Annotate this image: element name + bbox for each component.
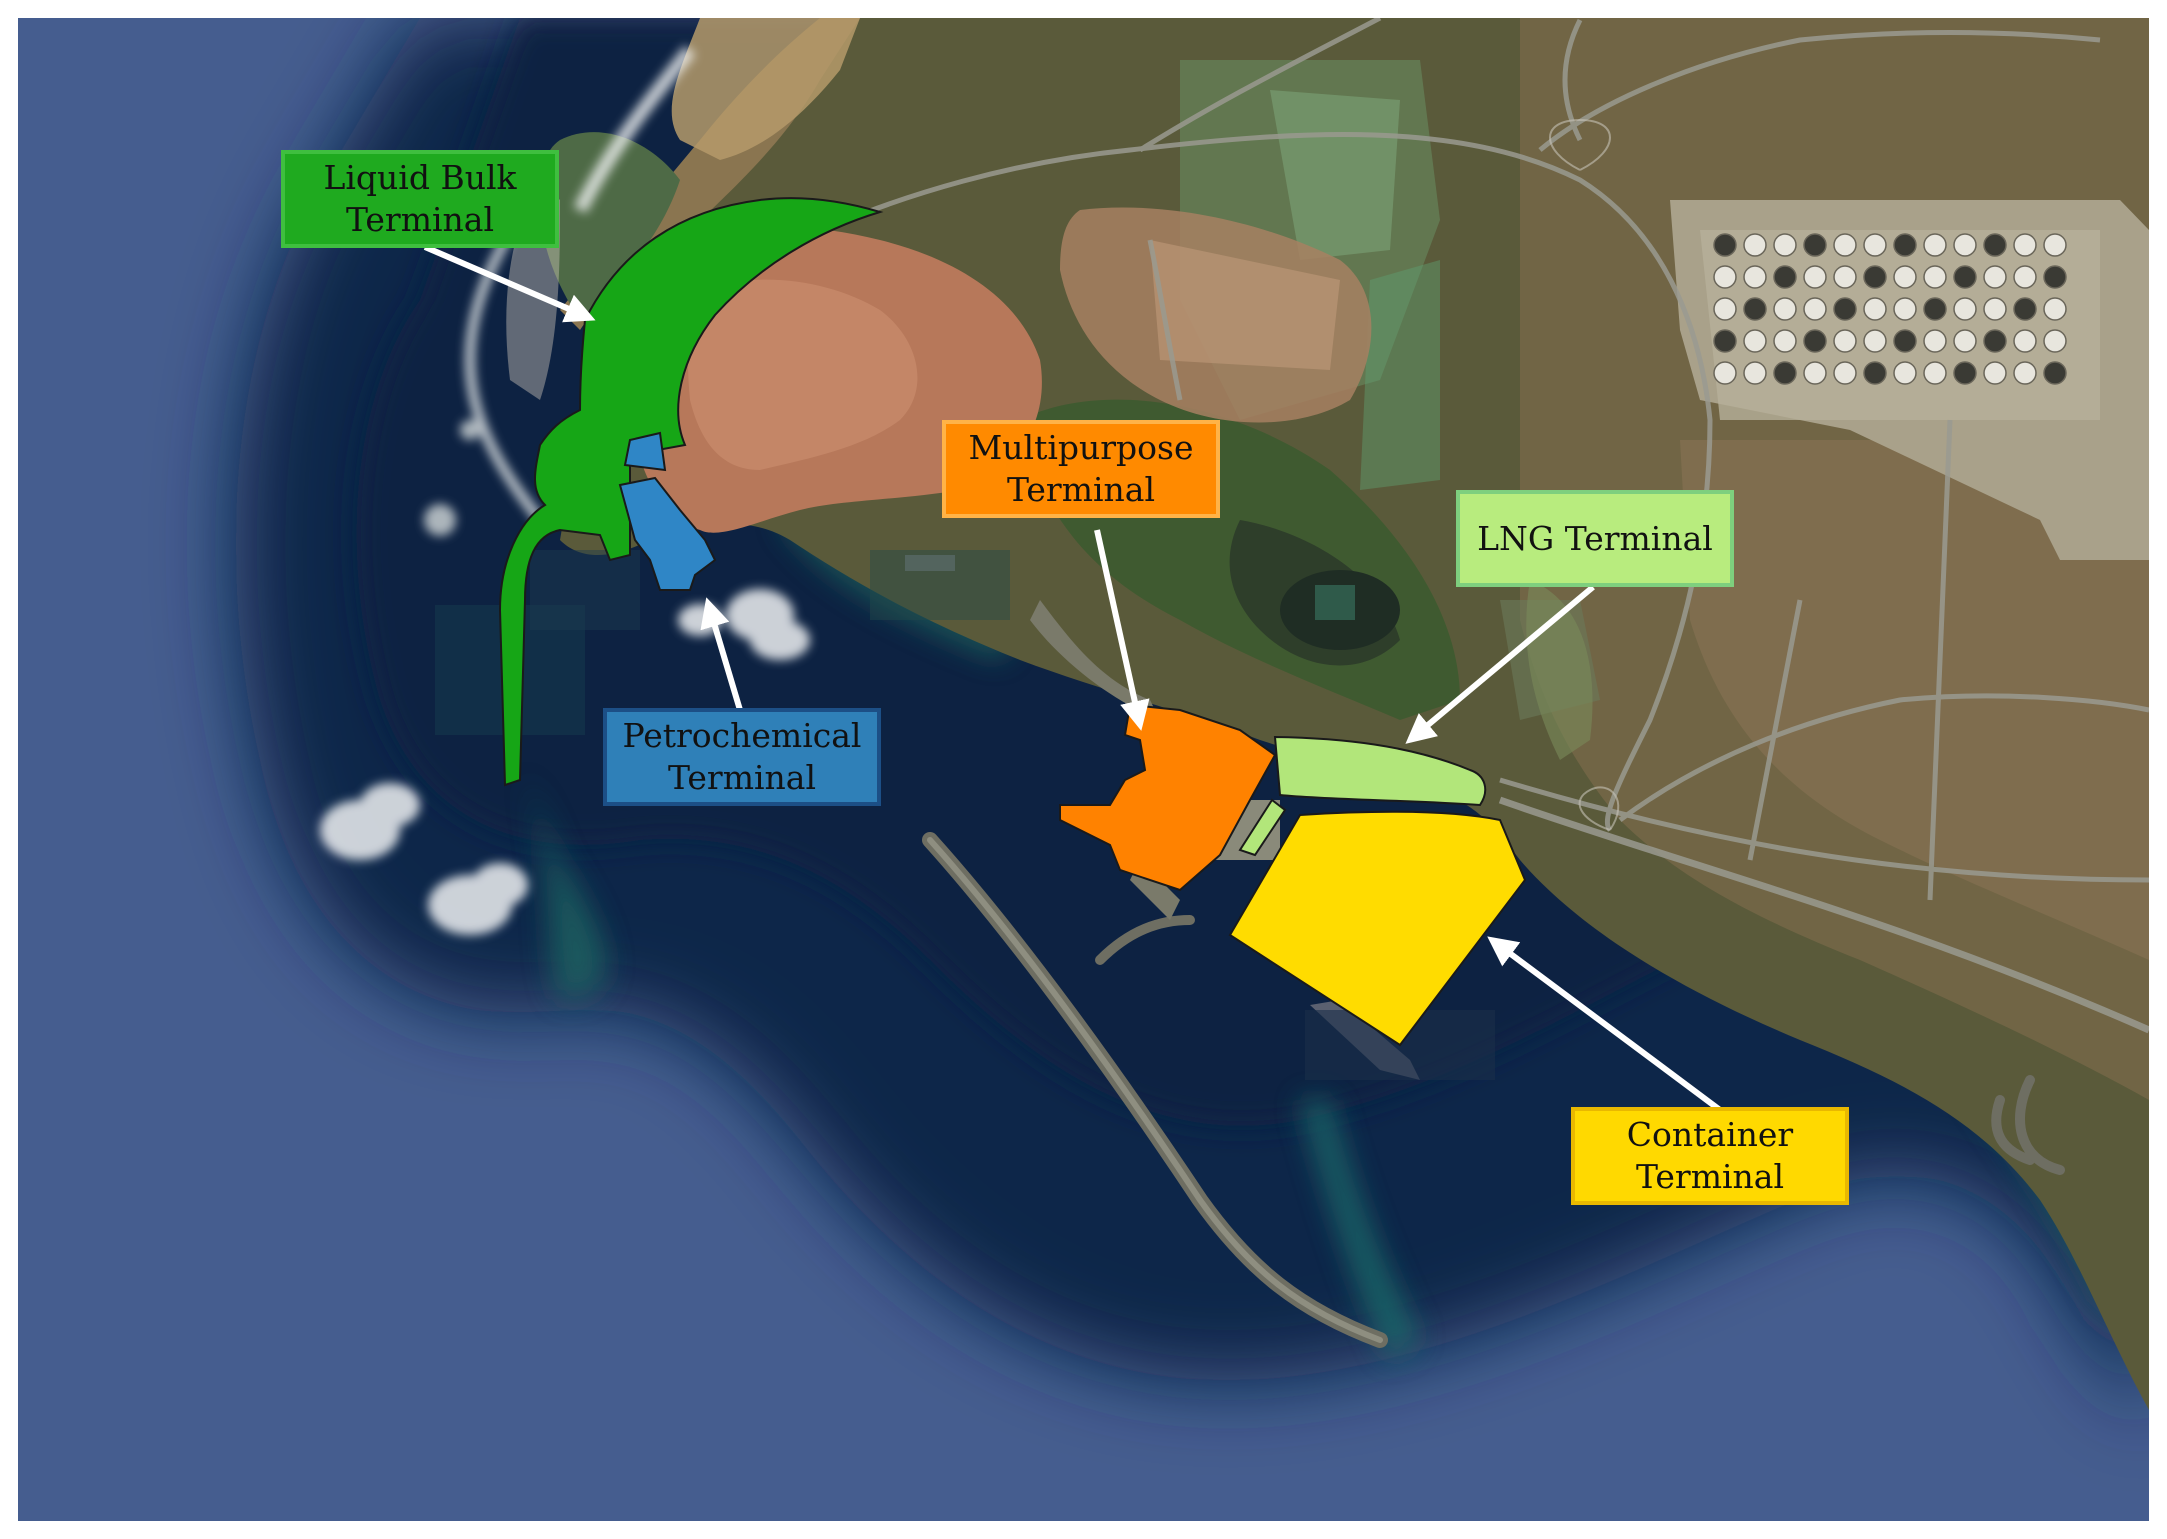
storage-tank: [1713, 233, 1737, 257]
storage-tank: [1833, 233, 1857, 257]
storage-tank: [2013, 233, 2037, 257]
storage-tank: [1833, 361, 1857, 385]
storage-tank: [1893, 329, 1917, 353]
storage-tank: [1743, 265, 1767, 289]
storage-tank: [1713, 297, 1737, 321]
lng-terminal-label: LNG Terminal: [1456, 490, 1734, 587]
storage-tank: [2013, 265, 2037, 289]
storage-tank: [1773, 265, 1797, 289]
storage-tank: [1893, 297, 1917, 321]
storage-tank: [1953, 297, 1977, 321]
lng-arrow: [1405, 584, 1595, 744]
storage-tank: [1773, 329, 1797, 353]
terminal-areas: [498, 197, 1527, 1047]
storage-tank: [1863, 329, 1887, 353]
storage-tank: [1923, 265, 1947, 289]
petrochemical-arrow: [700, 597, 743, 711]
storage-tank: [1923, 329, 1947, 353]
storage-tank: [2013, 329, 2037, 353]
multipurpose-arrow: [1094, 529, 1150, 731]
storage-tank: [2043, 233, 2067, 257]
petrochemical-label-line2: Terminal: [667, 758, 817, 797]
urban-area: [626, 207, 1372, 533]
storage-tank: [1773, 297, 1797, 321]
container-label-line2: Terminal: [1635, 1157, 1785, 1196]
multipurpose-label-line2: Terminal: [1006, 470, 1156, 509]
storage-tank: [1803, 265, 1827, 289]
storage-tank: [1773, 361, 1797, 385]
storage-tank: [1893, 265, 1917, 289]
storage-tank: [1863, 265, 1887, 289]
storage-tank: [1803, 297, 1827, 321]
storage-tank: [1803, 233, 1827, 257]
storage-tank: [2013, 361, 2037, 385]
storage-tank: [2013, 297, 2037, 321]
storage-tank: [2043, 361, 2067, 385]
storage-tank: [1953, 361, 1977, 385]
storage-tank: [1983, 265, 2007, 289]
lng-terminal-area[interactable]: [1273, 735, 1487, 807]
lng-label-line1: LNG Terminal: [1477, 518, 1713, 558]
storage-tank: [1743, 297, 1767, 321]
storage-tank: [1923, 361, 1947, 385]
storage-tank: [1713, 361, 1737, 385]
breakwaters: [922, 832, 2065, 1348]
roads: [778, 15, 2151, 1034]
petrochemical-terminal-area[interactable]: [623, 431, 667, 472]
storage-tank: [2043, 329, 2067, 353]
container-arrow: [1487, 936, 1722, 1113]
storage-tank: [1773, 233, 1797, 257]
petrochemical-terminal-label: Petrochemical Terminal: [603, 708, 881, 806]
petrochemical-terminal-area-main[interactable]: [618, 476, 717, 591]
liquid-bulk-label-line2: Terminal: [345, 200, 495, 239]
storage-tank: [1713, 329, 1737, 353]
storage-tank: [1863, 297, 1887, 321]
storage-tank: [1923, 233, 1947, 257]
storage-tank: [1983, 361, 2007, 385]
liquid-bulk-terminal-label: Liquid Bulk Terminal: [281, 150, 559, 248]
container-label-line1: Container: [1626, 1115, 1794, 1154]
storage-tank: [2043, 297, 2067, 321]
storage-tank: [1743, 329, 1767, 353]
liquid-bulk-arrow: [423, 244, 596, 323]
storage-tank: [1863, 233, 1887, 257]
container-terminal-area[interactable]: [1228, 810, 1527, 1047]
lng-terminal-strip[interactable]: [1238, 798, 1287, 857]
clouds: [320, 589, 810, 935]
storage-tank: [1893, 361, 1917, 385]
container-terminal-label: Container Terminal: [1571, 1107, 1849, 1205]
storage-tank: [1953, 233, 1977, 257]
storage-tank: [2043, 265, 2067, 289]
multipurpose-label-line1: Multipurpose: [968, 428, 1194, 467]
petrochemical-label-line1: Petrochemical: [622, 716, 862, 755]
storage-tank: [1713, 265, 1737, 289]
storage-tank: [1743, 361, 1767, 385]
liquid-bulk-label-line1: Liquid Bulk: [323, 158, 517, 197]
storage-tank: [1833, 297, 1857, 321]
storage-tank: [1863, 361, 1887, 385]
multipurpose-terminal-label: Multipurpose Terminal: [942, 420, 1220, 518]
storage-tank: [1923, 297, 1947, 321]
storage-tank: [1893, 233, 1917, 257]
callout-arrows: [423, 244, 1722, 1113]
refinery-tanks: [1713, 233, 2067, 385]
storage-tank: [1953, 329, 1977, 353]
storage-tank: [1803, 361, 1827, 385]
storage-tank: [1743, 233, 1767, 257]
storage-tank: [1833, 329, 1857, 353]
storage-tank: [1833, 265, 1857, 289]
storage-tank: [1983, 297, 2007, 321]
storage-tank: [1953, 265, 1977, 289]
storage-tank: [1983, 233, 2007, 257]
storage-tank: [1983, 329, 2007, 353]
multipurpose-terminal-area[interactable]: [1059, 703, 1277, 892]
storage-tank: [1803, 329, 1827, 353]
